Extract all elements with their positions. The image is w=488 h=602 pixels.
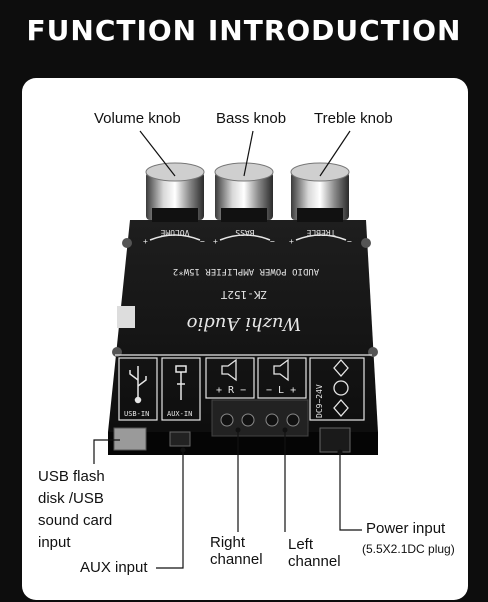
board-bass-text: BASS (235, 228, 254, 237)
usb-leader (93, 439, 120, 464)
usb-port (113, 427, 147, 451)
bass-knob-label: Bass knob (216, 110, 287, 127)
bass-leader (243, 130, 254, 177)
right-channel-label-1: Right (210, 534, 246, 551)
board-subtitle: AUDIO POWER AMPLIFIER 15W*2 (173, 266, 319, 276)
usb-input-label-4: input (38, 534, 71, 551)
right-speaker-icon (221, 358, 237, 382)
volume-minus-mark: − (200, 237, 205, 246)
page-title: FUNCTION INTRODUCTION (26, 14, 462, 47)
board-logo-badge (117, 306, 135, 328)
aux-port (169, 431, 191, 447)
board-model: ZK-152T (220, 288, 267, 301)
usb-icon (129, 366, 147, 404)
power-leader (339, 452, 362, 531)
usb-icon-box (118, 357, 158, 421)
volume-knob-label: Volume knob (94, 110, 181, 127)
right-channel-label-2: channel (210, 551, 263, 568)
bass-knob-graphic (214, 162, 274, 222)
usb-in-label: USB-IN (124, 410, 149, 418)
board-brand-logo: Wuzhi Audio (187, 313, 302, 334)
usb-input-label-3: sound card (38, 512, 113, 529)
aux-leader (156, 450, 184, 569)
aux-icon-box (161, 357, 201, 421)
left-term-label: − L + (266, 385, 296, 396)
board-treble-text: TREBLE (306, 228, 335, 237)
right-speaker-box (205, 357, 255, 399)
aux-in-label: AUX-IN (167, 410, 192, 418)
dc-icon-box (309, 357, 365, 421)
left-channel-label-2: channel (288, 553, 341, 570)
treble-plus-mark: + (289, 237, 294, 246)
volume-arc (149, 234, 201, 241)
volume-plus-mark: + (143, 237, 148, 246)
board-volume-text: VOLUME (160, 228, 189, 237)
usb-input-label-2: disk /USB (38, 490, 104, 507)
aux-jack-icon (175, 365, 187, 400)
treble-knob-label: Treble knob (314, 110, 393, 127)
bass-arc (219, 234, 271, 241)
aux-input-label: AUX input (80, 559, 148, 576)
dc-jack (319, 427, 351, 453)
dc-voltage-label: DC9~24V (315, 384, 324, 418)
treble-arc (295, 234, 347, 241)
bass-plus-mark: + (213, 237, 218, 246)
treble-leader (319, 130, 351, 177)
bass-minus-mark: − (270, 237, 275, 246)
power-input-label: Power input (366, 520, 446, 537)
volume-leader (139, 130, 176, 177)
left-speaker-icon (273, 358, 289, 382)
speaker-terminal-block (211, 399, 309, 437)
left-channel-label-1: Left (288, 536, 314, 553)
dc-plug-icon (333, 359, 349, 417)
volume-knob-graphic (145, 162, 205, 222)
treble-knob-graphic (290, 162, 350, 222)
treble-minus-mark: − (347, 237, 352, 246)
right-term-label: + R − (216, 385, 246, 396)
power-input-spec: (5.5X2.1DC plug) (362, 542, 455, 556)
usb-input-label-1: USB flash (38, 468, 105, 485)
left-speaker-box (257, 357, 307, 399)
